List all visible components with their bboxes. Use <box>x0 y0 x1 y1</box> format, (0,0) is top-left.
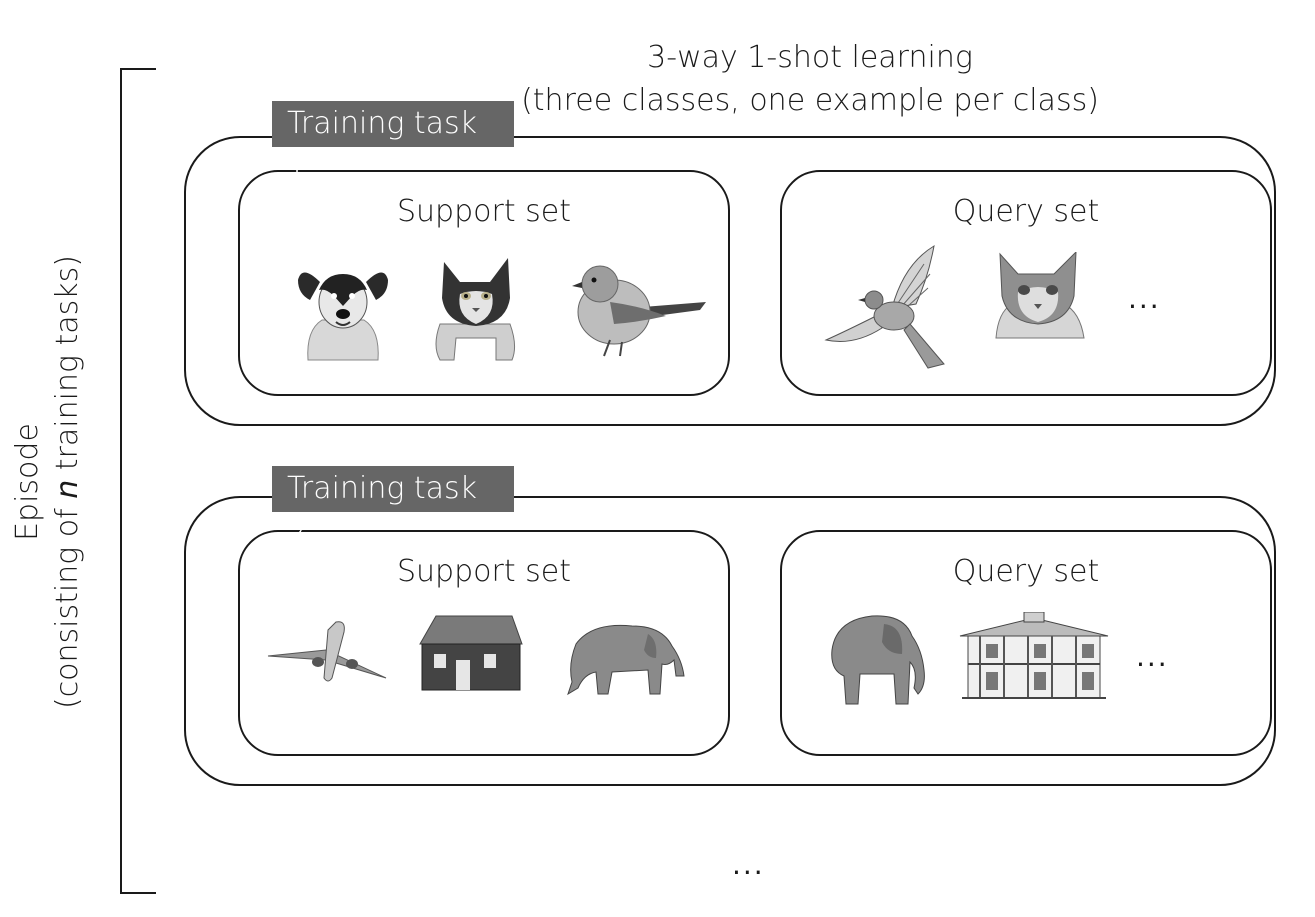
title-line1: 3-way 1-shot learning <box>647 40 973 75</box>
support-set-2: Support set <box>238 530 730 756</box>
query-set-title: Query set <box>952 554 1100 589</box>
airplane-image <box>267 621 387 682</box>
more-query-examples: ... <box>1136 640 1169 673</box>
support-set-1: Support set <box>238 170 730 396</box>
support-set-title: Support set <box>397 554 571 589</box>
episode-label-line1: Episode <box>10 423 45 541</box>
diagram-title: 3-way 1-shot learning (three classes, on… <box>480 36 1140 122</box>
house-image <box>959 612 1109 699</box>
house-image <box>419 615 523 691</box>
episode-bracket <box>120 68 156 894</box>
episode-label-line2-end: training tasks) <box>50 254 85 480</box>
elephant-image <box>831 615 925 705</box>
episode-label-n: n <box>50 479 85 499</box>
training-task-2: Support set Query set <box>184 496 1276 786</box>
episode-label-line2: (consisting of n training tasks) <box>48 255 88 709</box>
more-query-examples: ... <box>1128 282 1161 315</box>
bird-image <box>572 265 706 357</box>
query-set-title: Query set <box>952 194 1100 229</box>
training-task-1-label: Training task 1 <box>272 101 514 187</box>
cat-image <box>995 252 1085 339</box>
more-tasks-ellipsis: ... <box>732 848 765 881</box>
title-line2: (three classes, one example per class) <box>521 83 1099 118</box>
cat-image <box>435 258 516 361</box>
training-task-2-label: Training task 2 <box>272 466 514 552</box>
query-set-1: Query set ... <box>780 170 1272 396</box>
support-set-title: Support set <box>397 194 571 229</box>
dog-image <box>298 272 388 361</box>
elephant-image <box>567 624 685 696</box>
episode-label-line2-start: (consisting of <box>50 498 85 710</box>
bird-image <box>824 244 945 369</box>
query-set-2: Query set ... <box>780 530 1272 756</box>
training-task-1: Support set <box>184 136 1276 426</box>
